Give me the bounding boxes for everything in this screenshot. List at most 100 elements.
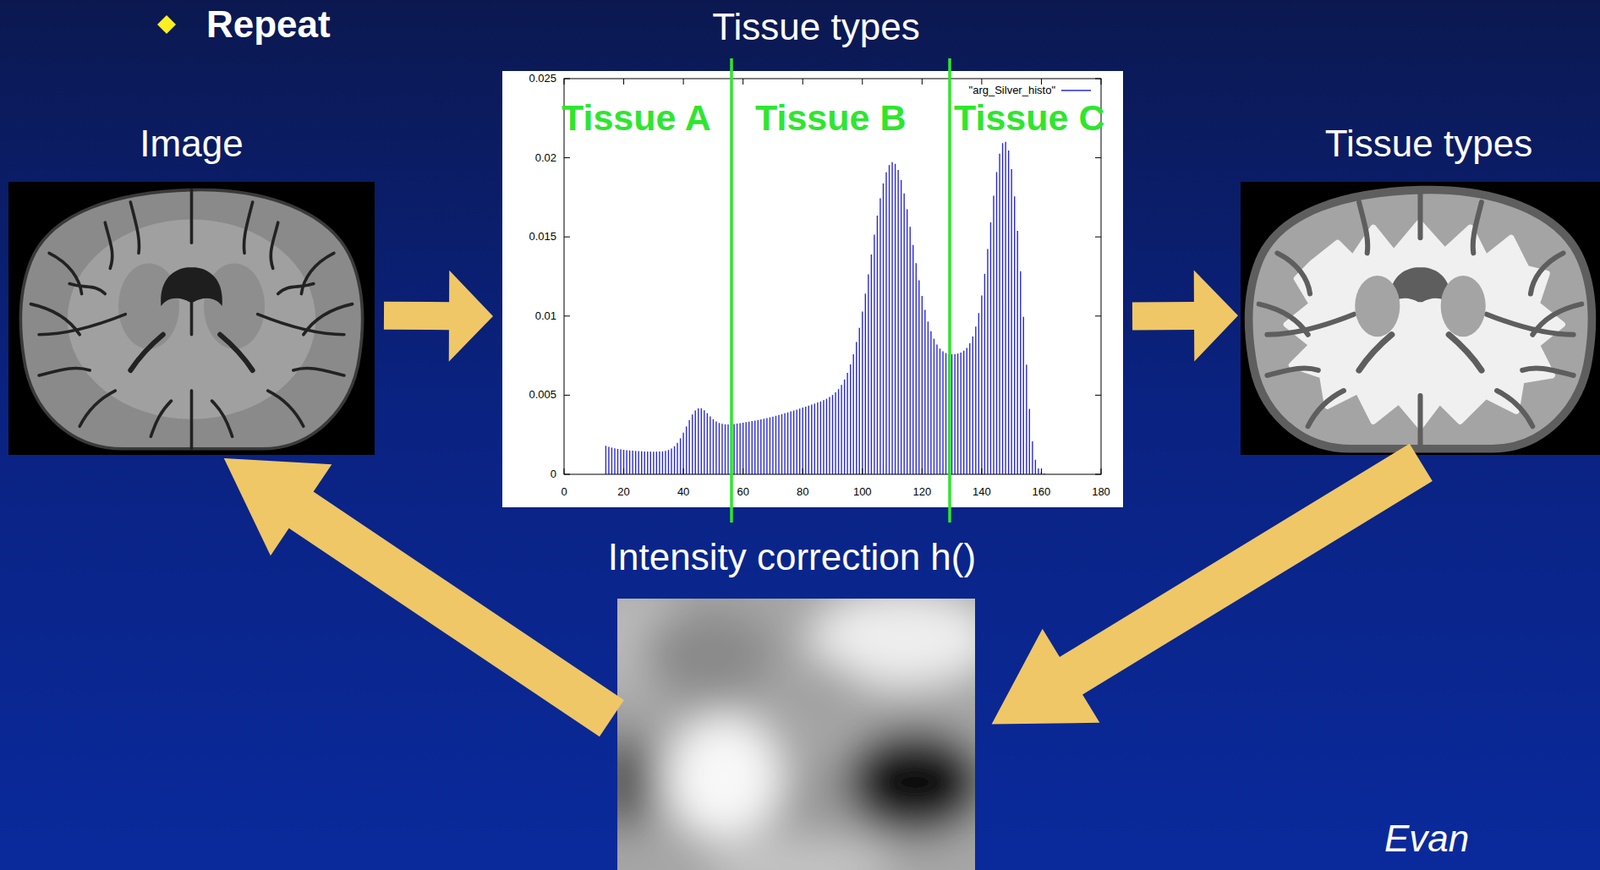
histogram-bar: [650, 451, 652, 475]
mri-slice: [8, 181, 375, 455]
axis-tick-label: 60: [736, 486, 749, 499]
panel-heading: Image: [139, 122, 243, 166]
sulcus: [244, 202, 253, 253]
histogram-bar: [783, 413, 785, 475]
tick-mark: [1041, 78, 1042, 85]
histogram-bar: [873, 234, 875, 475]
histogram-bar: [885, 172, 887, 475]
histogram-bar: [969, 343, 970, 475]
histogram-bar: [921, 295, 923, 475]
histogram-bar: [789, 411, 791, 475]
sulcus: [1473, 202, 1482, 253]
histogram-bar: [855, 341, 857, 475]
axis-tick-label: 0.015: [528, 230, 557, 244]
histogram-bar: [871, 254, 872, 475]
region-label: Tissue A: [561, 97, 712, 139]
histogram-bar: [828, 397, 830, 475]
tick-mark: [623, 468, 625, 475]
histogram-bar: [739, 422, 740, 475]
histogram-bar: [721, 423, 723, 475]
axis-tick-label: 100: [853, 486, 872, 499]
sulcus: [212, 400, 233, 437]
sulcus: [270, 222, 279, 269]
histogram-bar: [685, 426, 687, 475]
sulcus: [293, 367, 345, 376]
tick-mark: [564, 157, 570, 159]
histogram-bar: [778, 415, 779, 475]
histogram-bar: [867, 274, 869, 475]
tick-mark: [1095, 315, 1102, 317]
histogram-bar: [1023, 317, 1025, 475]
histogram-bar: [927, 321, 929, 475]
histogram-bar: [975, 326, 976, 475]
histogram-bar: [978, 312, 980, 475]
histogram-bar: [882, 183, 884, 475]
histogram-bar: [745, 421, 746, 475]
histogram-bar: [861, 311, 863, 475]
sulcus: [79, 390, 116, 427]
sulcus: [104, 222, 113, 269]
histogram-bar: [802, 407, 804, 475]
histogram-bar: [718, 422, 720, 475]
bullet-diamond: [157, 15, 176, 34]
histogram-bar: [1025, 364, 1027, 475]
histogram-bar: [772, 416, 773, 475]
histogram-bar: [715, 421, 717, 475]
histogram-bar: [918, 279, 920, 475]
tick-mark: [802, 78, 804, 85]
histogram-bar: [1035, 460, 1036, 475]
plot-frame: [564, 78, 1102, 475]
histogram-bar: [1002, 142, 1003, 475]
sulcus: [49, 252, 82, 294]
axis-tick-label: 0.025: [528, 72, 557, 86]
histogram-bar: [608, 446, 609, 475]
sulcus: [1358, 202, 1368, 253]
gray-matter: [1248, 189, 1592, 449]
sulcus: [38, 367, 90, 376]
histogram-bar: [939, 348, 941, 475]
sulcus: [268, 390, 304, 427]
sulcus: [1522, 367, 1573, 376]
histogram-bars: [605, 142, 1045, 475]
histogram-bar: [912, 245, 914, 475]
sulcus: [150, 400, 171, 437]
axis-tick-label: 160: [1032, 486, 1052, 499]
tick-mark: [564, 315, 570, 317]
histogram-bar: [996, 171, 998, 475]
tick-mark: [742, 468, 744, 475]
threshold-line: [947, 58, 952, 523]
histogram-bar: [793, 410, 795, 475]
histogram-bar: [787, 412, 789, 475]
histogram-bar: [619, 449, 621, 475]
histogram-bar: [849, 364, 851, 475]
histogram-bar: [840, 384, 842, 475]
panel-heading: Tissue types: [712, 5, 920, 50]
tick-mark: [623, 78, 625, 85]
histogram-bar: [879, 197, 881, 475]
histogram-bar: [623, 449, 625, 475]
histogram-bar: [846, 372, 848, 475]
histogram-bar: [736, 423, 738, 475]
histogram-bar: [972, 336, 974, 475]
histogram-bar: [852, 354, 854, 475]
histogram-bar: [816, 402, 818, 475]
histogram-bar: [775, 416, 777, 475]
sulcus: [301, 252, 334, 294]
sulcus: [1266, 367, 1318, 376]
histogram-bar: [942, 351, 943, 475]
tick-mark: [861, 468, 863, 475]
flow-arrow: [383, 270, 494, 362]
histogram-bar: [611, 447, 613, 475]
legend-line-sample: [1061, 89, 1091, 92]
histogram-bar: [709, 416, 711, 475]
histogram-bar: [906, 209, 908, 475]
axis-tick-label: 180: [1091, 486, 1111, 499]
histogram-bar: [951, 354, 953, 475]
field-blob: [668, 716, 781, 839]
sylvian-fissure: [1266, 314, 1354, 335]
histogram-bar: [1037, 468, 1039, 475]
histogram-bar: [826, 399, 828, 475]
deep-gray-matter: [1354, 275, 1400, 337]
